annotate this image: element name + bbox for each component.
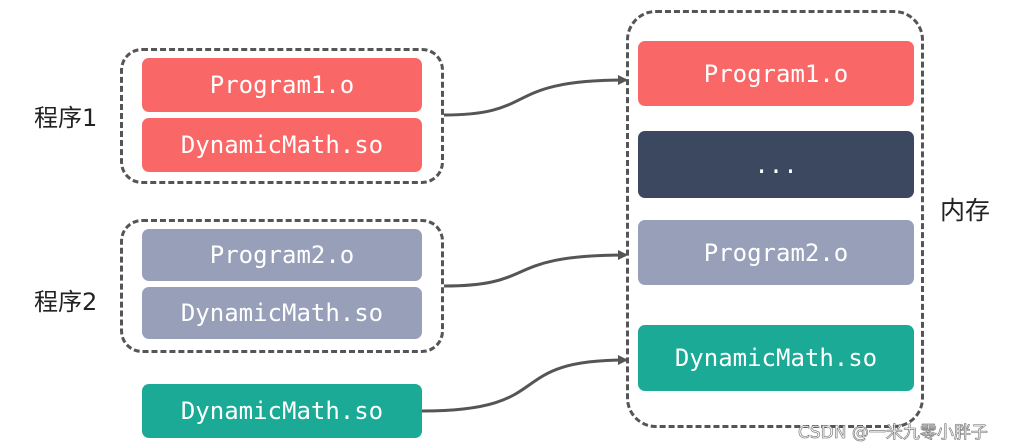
program1-lib-block: DynamicMath.so bbox=[142, 118, 422, 172]
program1-object-block: Program1.o bbox=[142, 58, 422, 112]
program1-label: 程序1 bbox=[34, 104, 98, 132]
program1-group bbox=[120, 48, 444, 184]
memory-program2-block: Program2.o bbox=[638, 220, 914, 285]
memory-group bbox=[626, 10, 924, 428]
arrow-program2-to-memory bbox=[443, 250, 628, 288]
memory-ellipsis-block: ... bbox=[638, 131, 914, 198]
memory-shared-lib-block: DynamicMath.so bbox=[638, 325, 914, 391]
program2-group bbox=[120, 219, 444, 353]
arrow-shared-lib-to-memory bbox=[421, 355, 628, 413]
program2-lib-block: DynamicMath.so bbox=[142, 287, 422, 339]
memory-program1-block: Program1.o bbox=[638, 41, 914, 106]
watermark: CSDN @一米九零小胖子 bbox=[798, 423, 988, 444]
memory-label: 内存 bbox=[940, 196, 991, 225]
arrow-program1-to-memory bbox=[443, 75, 628, 117]
shared-lib-block: DynamicMath.so bbox=[142, 384, 422, 438]
program2-object-block: Program2.o bbox=[142, 229, 422, 281]
program2-label: 程序2 bbox=[34, 288, 98, 316]
